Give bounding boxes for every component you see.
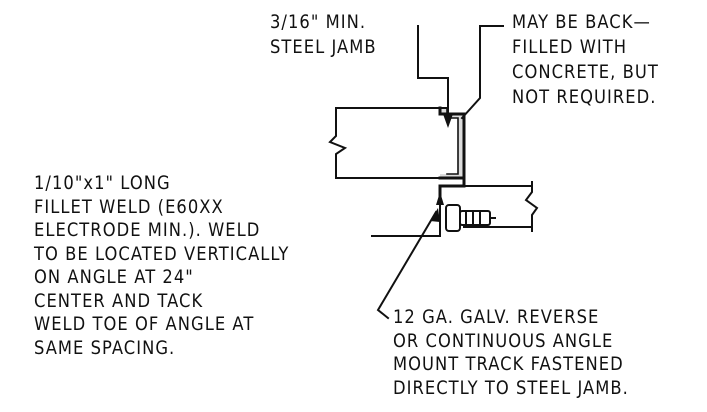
note-line: 12 GA. GALV. REVERSE <box>393 306 600 328</box>
note-line: FILLET WELD (E60XX <box>34 195 224 218</box>
fillet-weld-note: 1/10"x1" LONG FILLET WELD (E60XX ELECTRO… <box>34 172 289 360</box>
note-line: CONCRETE, BUT <box>512 61 659 83</box>
fastener-bolt <box>445 204 496 232</box>
note-line: 1/10"x1" LONG <box>34 172 171 194</box>
note-line: 3/16" MIN. <box>270 11 367 33</box>
note-line: NOT REQUIRED. <box>512 86 657 108</box>
note-line: DIRECTLY TO STEEL JAMB. <box>393 376 629 399</box>
note-line: MOUNT TRACK FASTENED <box>393 353 624 375</box>
leader-steel-jamb <box>417 25 449 125</box>
note-line: MAY BE BACK— <box>512 11 651 33</box>
track-break-line <box>524 181 539 232</box>
note-line: OR CONTINUOUS ANGLE <box>393 329 614 352</box>
note-line: WELD TOE OF ANGLE AT <box>34 313 255 335</box>
backfill-note: MAY BE BACK— FILLED WITH CONCRETE, BUT N… <box>512 10 659 110</box>
leader-weld <box>371 195 441 237</box>
leader-backfill <box>460 25 504 120</box>
leader-angle-track <box>376 210 438 320</box>
note-line: ON ANGLE AT 24" <box>34 266 194 288</box>
note-line: FILLED WITH <box>512 36 628 58</box>
wall-section <box>328 107 448 179</box>
note-line: STEEL JAMB <box>270 36 377 58</box>
steel-jamb-note: 3/16" MIN. STEEL JAMB <box>270 10 377 60</box>
note-line: CENTER AND TACK <box>34 289 204 312</box>
wall-break-line <box>328 107 348 179</box>
note-line: TO BE LOCATED VERTICALLY <box>34 242 290 265</box>
steel-jamb <box>438 106 466 180</box>
leader-lines <box>371 25 504 320</box>
jamb-fill <box>440 108 464 178</box>
angle-track-note: 12 GA. GALV. REVERSE OR CONTINUOUS ANGLE… <box>393 306 629 400</box>
note-line: SAME SPACING. <box>34 336 176 359</box>
note-line: ELECTRODE MIN.). WELD <box>34 219 261 241</box>
